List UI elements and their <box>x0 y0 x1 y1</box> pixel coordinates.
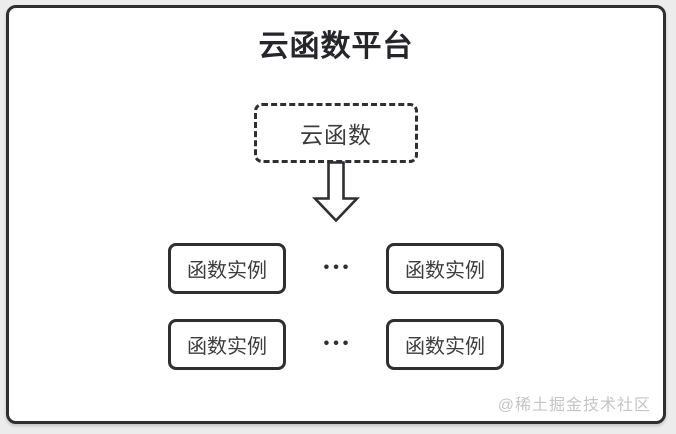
down-arrow-icon <box>311 160 361 223</box>
diagram-canvas: 云函数平台 云函数 函数实例 ••• 函数实例 函数实例 <box>9 8 663 421</box>
function-instance-node: 函数实例 <box>386 242 504 294</box>
function-instance-node: 函数实例 <box>168 242 286 294</box>
diagram-canvas-frame: 云函数平台 云函数 函数实例 ••• 函数实例 函数实例 <box>6 5 666 424</box>
function-instance-label: 函数实例 <box>405 335 485 358</box>
function-instance-label: 函数实例 <box>187 335 267 358</box>
ellipsis-dots: ••• <box>323 259 353 276</box>
instance-row-1: 函数实例 ••• 函数实例 <box>168 242 504 294</box>
function-instance-node: 函数实例 <box>386 318 504 370</box>
ellipsis-dots: ••• <box>323 335 353 352</box>
diagram-title: 云函数平台 <box>258 30 414 63</box>
function-instance-label: 函数实例 <box>405 259 485 282</box>
function-instance-label: 函数实例 <box>187 259 267 282</box>
cloud-function-node: 云函数 <box>254 102 418 163</box>
instance-grid: 函数实例 ••• 函数实例 函数实例 ••• 函数实例 <box>168 242 504 370</box>
cloud-function-label: 云函数 <box>300 121 372 148</box>
watermark: @稀土掘金技术社区 <box>497 397 651 414</box>
function-instance-node: 函数实例 <box>168 318 286 370</box>
instance-row-2: 函数实例 ••• 函数实例 <box>168 318 504 370</box>
